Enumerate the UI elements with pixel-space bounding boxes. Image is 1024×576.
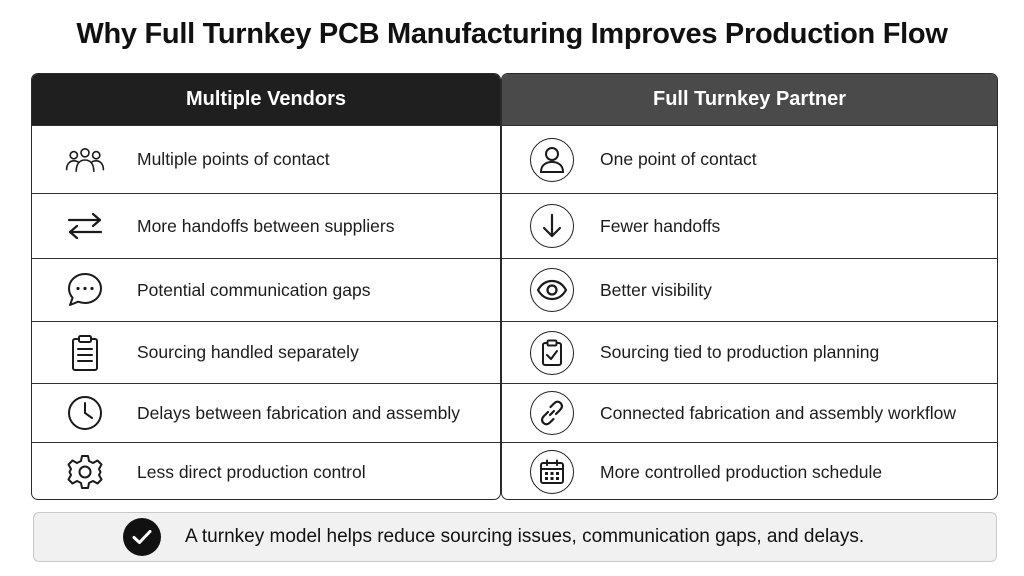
row-label: Multiple points of contact — [137, 149, 330, 169]
row-label: Fewer handoffs — [600, 215, 721, 236]
list-item: Connected fabrication and assembly workf… — [502, 383, 997, 442]
row-label: More controlled production schedule — [600, 461, 883, 482]
person-icon — [530, 137, 574, 182]
multiple-vendors-panel: Multiple Vendors Multiple points of cont… — [31, 73, 501, 500]
clock-icon — [65, 393, 105, 433]
link-icon — [530, 391, 574, 435]
list-item: Sourcing handled separately — [32, 321, 500, 383]
list-item: Less direct production control — [32, 442, 500, 499]
list-item: Potential communication gaps — [32, 258, 500, 321]
list-item: Better visibility — [502, 258, 997, 321]
arrow-down-icon — [530, 204, 574, 248]
full-turnkey-panel: Full Turnkey Partner One point of contac… — [501, 73, 998, 500]
row-label: Connected fabrication and assembly workf… — [600, 402, 957, 423]
row-label: Less direct production control — [137, 461, 366, 482]
list-item: One point of contact — [502, 125, 997, 193]
row-label: More handoffs between suppliers — [137, 215, 395, 236]
list-item: More controlled production schedule — [502, 442, 997, 499]
clipboard-icon — [65, 333, 105, 373]
multiple-vendors-header: Multiple Vendors — [32, 74, 500, 125]
calendar-icon — [530, 450, 574, 494]
checkmark-icon — [123, 518, 161, 556]
list-item: Fewer handoffs — [502, 193, 997, 258]
summary-banner: A turnkey model helps reduce sourcing is… — [33, 512, 997, 562]
row-label: Better visibility — [600, 279, 712, 300]
row-label: Sourcing tied to production planning — [600, 342, 880, 362]
row-label: Potential communication gaps — [137, 279, 371, 300]
list-item: Sourcing tied to production planning — [502, 321, 997, 383]
clipboard-check-icon — [530, 330, 574, 375]
row-label: Sourcing handled separately — [137, 342, 359, 362]
eye-icon — [530, 268, 574, 312]
row-label: Delays between fabrication and assembly — [137, 402, 460, 423]
list-item: More handoffs between suppliers — [32, 193, 500, 258]
list-item: Delays between fabrication and assembly — [32, 383, 500, 442]
gear-icon — [65, 452, 105, 492]
chat-bubble-icon — [65, 270, 105, 310]
row-label: One point of contact — [600, 149, 757, 169]
page-title: Why Full Turnkey PCB Manufacturing Impro… — [76, 18, 948, 50]
arrows-exchange-icon — [65, 206, 105, 246]
full-turnkey-header: Full Turnkey Partner — [502, 74, 997, 125]
summary-text: A turnkey model helps reduce sourcing is… — [185, 526, 865, 547]
list-item: Multiple points of contact — [32, 125, 500, 193]
people-group-icon — [65, 140, 105, 180]
